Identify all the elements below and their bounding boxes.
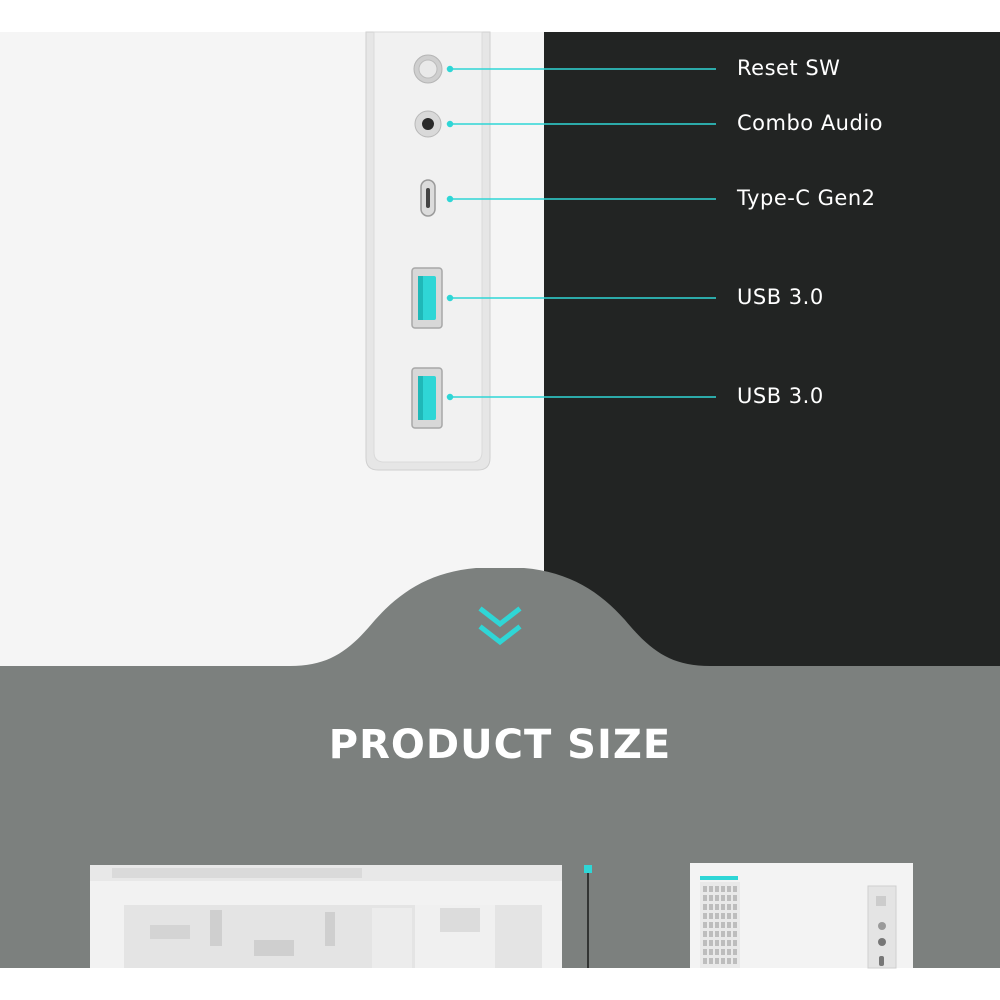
callout-dot xyxy=(446,65,454,73)
vent-hole xyxy=(727,949,731,955)
bottom-margin xyxy=(0,968,1000,1000)
vent-hole xyxy=(733,886,737,892)
dark-panel xyxy=(544,32,1000,672)
vent-hole xyxy=(727,886,731,892)
vent-hole xyxy=(709,913,713,919)
usb-a-port-icon xyxy=(411,267,443,329)
vent-hole xyxy=(715,958,719,964)
vent-hole xyxy=(709,895,713,901)
vent-hole xyxy=(703,940,707,946)
vent-hole xyxy=(715,949,719,955)
vent-hole xyxy=(733,904,737,910)
vent-hole xyxy=(709,922,713,928)
port-label-usb-1: USB 3.0 xyxy=(737,285,824,309)
vent-hole xyxy=(727,922,731,928)
port-label-audio: Combo Audio xyxy=(737,111,884,135)
vent-hole xyxy=(721,913,725,919)
vent-hole xyxy=(721,904,725,910)
port-label-usb-2: USB 3.0 xyxy=(737,384,824,408)
usb-a-port-icon xyxy=(411,367,443,429)
top-margin xyxy=(0,0,1000,32)
vent-hole xyxy=(733,913,737,919)
vent-hole xyxy=(715,922,719,928)
vent-hole xyxy=(733,949,737,955)
case-side-view-image xyxy=(90,865,562,968)
vent-hole xyxy=(703,886,707,892)
vent-hole xyxy=(715,940,719,946)
vent-hole xyxy=(727,958,731,964)
vent-hole xyxy=(709,904,713,910)
vent-hole xyxy=(733,958,737,964)
vent-hole xyxy=(715,904,719,910)
dimension-indicator xyxy=(584,865,592,968)
vent-hole xyxy=(721,922,725,928)
vent-hole xyxy=(715,886,719,892)
vent-hole xyxy=(709,886,713,892)
vent-hole xyxy=(715,895,719,901)
front-io-panel xyxy=(365,31,491,471)
section-title: PRODUCT SIZE xyxy=(328,722,672,768)
vent-hole xyxy=(715,931,719,937)
vent-hole xyxy=(703,958,707,964)
vent-hole xyxy=(721,931,725,937)
vent-hole xyxy=(733,922,737,928)
vent-hole xyxy=(727,931,731,937)
vent-hole xyxy=(727,904,731,910)
usb-c-port-icon xyxy=(420,179,436,217)
vent-hole xyxy=(703,922,707,928)
vent-hole xyxy=(709,949,713,955)
vent-hole xyxy=(721,895,725,901)
audio-jack-icon xyxy=(414,110,442,138)
callout-dot xyxy=(446,294,454,302)
callout-dot xyxy=(446,195,454,203)
vent-hole xyxy=(703,949,707,955)
vent-hole xyxy=(733,940,737,946)
vent-hole xyxy=(715,913,719,919)
vent-hole xyxy=(721,958,725,964)
vent-hole xyxy=(727,940,731,946)
vent-hole xyxy=(727,913,731,919)
vent-hole xyxy=(709,940,713,946)
vent-hole xyxy=(721,940,725,946)
reset-button-icon xyxy=(413,54,443,84)
vent-hole xyxy=(721,886,725,892)
callout-lines xyxy=(446,65,716,401)
vent-hole xyxy=(703,895,707,901)
vent-hole xyxy=(721,949,725,955)
vent-hole xyxy=(703,931,707,937)
vent-hole xyxy=(709,958,713,964)
callout-dot xyxy=(446,393,454,401)
vent-hole xyxy=(709,931,713,937)
vent-hole xyxy=(703,913,707,919)
chevron-down-icon xyxy=(478,606,522,646)
callout-dot xyxy=(446,120,454,128)
vent-hole xyxy=(703,904,707,910)
vent-hole xyxy=(733,931,737,937)
port-label-reset: Reset SW xyxy=(737,56,841,80)
vent-hole xyxy=(727,895,731,901)
port-label-type-c: Type-C Gen2 xyxy=(737,186,876,210)
vent-hole xyxy=(733,895,737,901)
